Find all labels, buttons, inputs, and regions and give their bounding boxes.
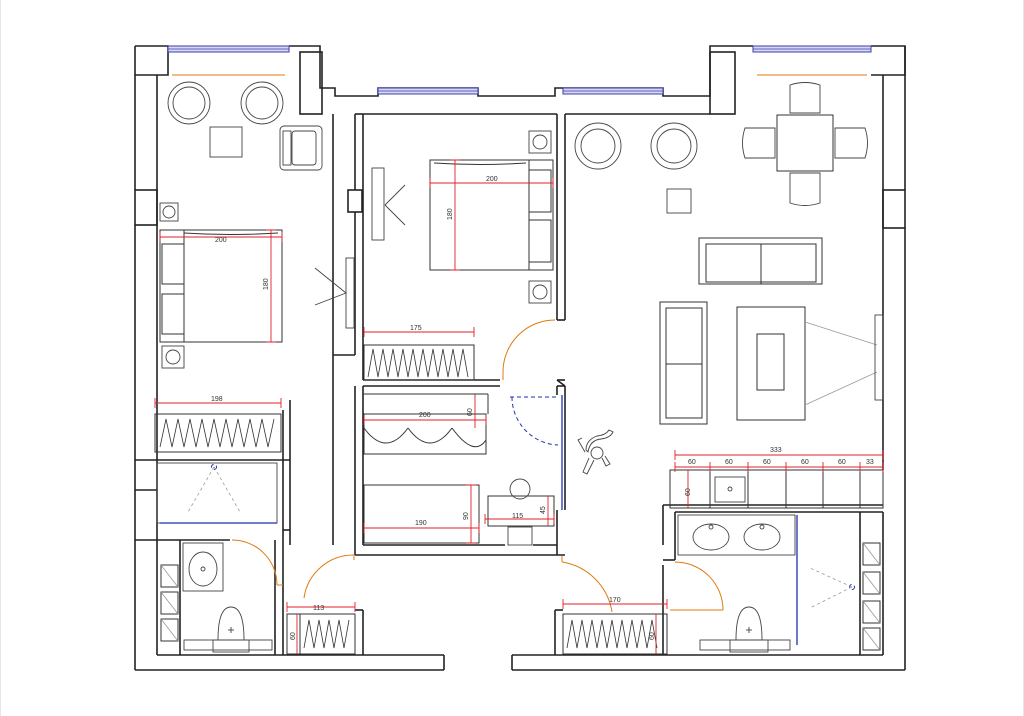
dimension-label: 200 bbox=[486, 176, 498, 183]
dimension-label: 115 bbox=[512, 513, 523, 520]
dimension-label: 60 bbox=[649, 632, 656, 640]
left-bedroom: 200 180 198 bbox=[154, 81, 355, 453]
kids-room: 200 60 190 90 115 45 bbox=[363, 393, 563, 546]
hall-wardrobe-right bbox=[562, 613, 668, 655]
dimension-label: 333 bbox=[770, 447, 782, 454]
dimension-label: 200 bbox=[215, 237, 227, 244]
wardrobe bbox=[363, 344, 475, 381]
dimension-label: 60 bbox=[467, 408, 474, 416]
dimension-label: 90 bbox=[463, 512, 470, 520]
dimension-label: 45 bbox=[540, 506, 547, 514]
coffee-table bbox=[736, 306, 806, 421]
hall: 113 60 bbox=[286, 554, 356, 655]
entrance-hall: 170 60 bbox=[561, 556, 668, 655]
left-bathroom bbox=[156, 462, 283, 653]
dimension-label: 60 bbox=[838, 459, 846, 466]
toilet-icon bbox=[729, 606, 769, 653]
dimension-label: 60 bbox=[725, 459, 733, 466]
exterior-walls bbox=[134, 45, 906, 671]
dimension-label: 198 bbox=[211, 396, 223, 403]
hall-wardrobe-left bbox=[286, 613, 356, 655]
kitchen: 333 60 60 60 60 60 33 60 bbox=[669, 447, 884, 509]
sofa bbox=[698, 237, 823, 285]
dimension-label: 60 bbox=[688, 459, 696, 466]
bunk-upper bbox=[363, 413, 487, 455]
windows bbox=[167, 45, 872, 95]
dimension-label: 60 bbox=[763, 459, 771, 466]
wardrobe bbox=[154, 413, 282, 453]
desk bbox=[487, 478, 555, 546]
dining-table bbox=[742, 82, 868, 206]
dimension-label: 200 bbox=[419, 412, 431, 419]
double-bed bbox=[159, 229, 283, 343]
dimension-label: 60 bbox=[290, 632, 297, 640]
sofa bbox=[659, 301, 708, 425]
dimension-label: 170 bbox=[609, 597, 621, 604]
dimension-label: 113 bbox=[313, 605, 324, 612]
dimension-label: 180 bbox=[263, 278, 270, 290]
toilet-icon bbox=[212, 606, 250, 653]
center-bedroom: 200 180 175 bbox=[363, 130, 556, 381]
right-bathroom bbox=[670, 514, 881, 653]
person-icon bbox=[577, 429, 614, 475]
dimension-label: 33 bbox=[866, 459, 874, 466]
dimension-label: 60 bbox=[685, 488, 692, 496]
interior-walls bbox=[135, 113, 884, 655]
double-bed bbox=[429, 159, 554, 271]
dimension-label: 175 bbox=[410, 325, 422, 332]
armchair-icon bbox=[279, 125, 323, 171]
living-room bbox=[574, 82, 884, 425]
dimension-label: 180 bbox=[447, 208, 454, 220]
bunk-lower bbox=[363, 484, 480, 544]
dimension-label: 60 bbox=[801, 459, 809, 466]
dimension-label: 190 bbox=[415, 520, 427, 527]
